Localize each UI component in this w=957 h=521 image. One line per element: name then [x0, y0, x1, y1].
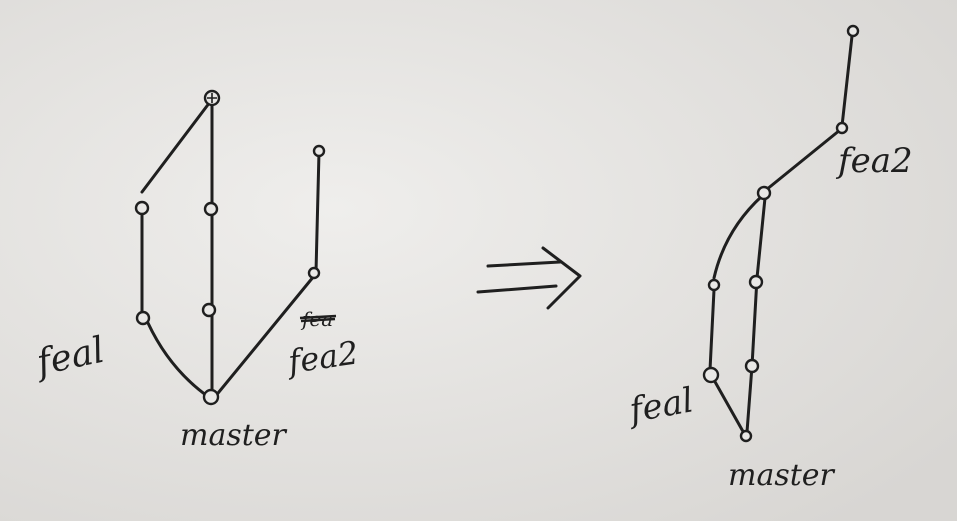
arrow-shaft-bottom — [476, 284, 558, 294]
edge-top-column — [840, 34, 854, 128]
label-master: master — [180, 418, 288, 453]
arrow-head — [541, 246, 582, 310]
edge-main-column — [745, 196, 767, 434]
commit-node — [707, 278, 721, 292]
edge-top-to-fea1-branch — [140, 96, 215, 194]
commit-node-fea2 — [835, 121, 849, 135]
strikethrough-mark — [299, 314, 337, 323]
edge-master-to-fea2 — [212, 274, 316, 400]
commit-node-head-mark — [207, 93, 217, 103]
commit-node — [312, 144, 326, 158]
commit-node-fea1 — [135, 310, 151, 326]
commit-node — [748, 274, 764, 290]
commit-node-master — [739, 429, 753, 443]
after-diagram: fea2 feal master — [624, 24, 913, 493]
edge-fea1-branch-column — [708, 288, 716, 372]
commit-node — [201, 302, 217, 318]
label-master: master — [728, 458, 836, 493]
edge-fea1-to-master — [146, 321, 212, 400]
label-fea2: fea2 — [835, 141, 913, 181]
commit-node — [203, 201, 219, 217]
commit-node — [134, 200, 150, 216]
double-arrow-right-icon — [476, 246, 582, 310]
commit-node — [756, 185, 772, 201]
commit-node-fea1 — [702, 366, 720, 384]
commit-node — [846, 24, 860, 38]
arrow-shaft-top — [486, 260, 562, 268]
commit-node-master — [202, 388, 220, 406]
edge-fea2-to-base — [764, 128, 842, 192]
commit-node — [744, 358, 760, 374]
commit-node-fea2 — [307, 266, 321, 280]
edge-base-to-fea1-branch — [712, 194, 764, 280]
edge-fea2-column — [314, 150, 321, 274]
